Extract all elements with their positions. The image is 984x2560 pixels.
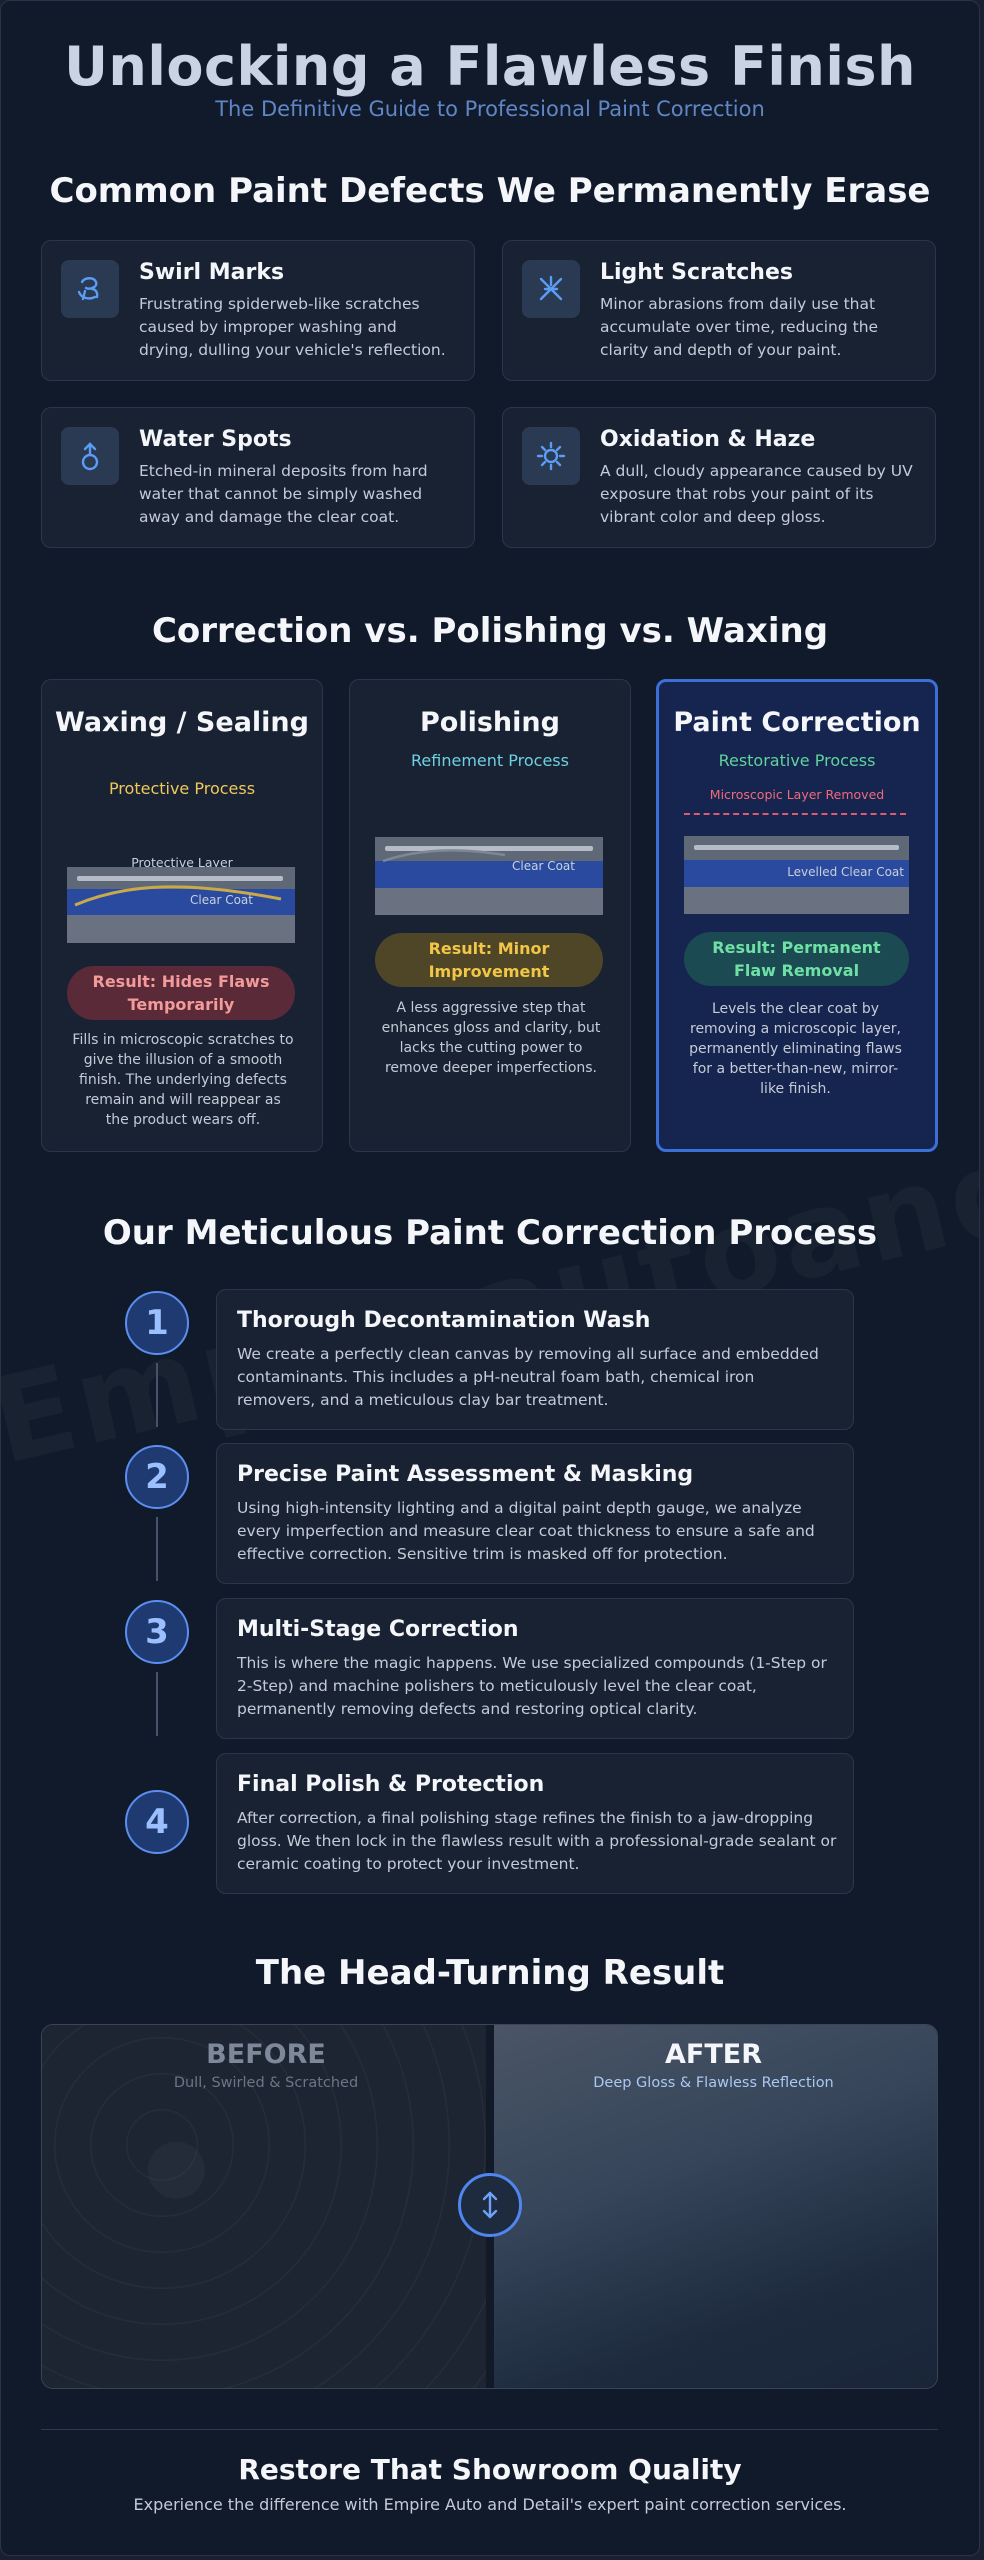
footer-subtitle: Experience the difference with Empire Au… bbox=[133, 2495, 847, 2514]
defect-desc: A dull, cloudy appearance caused by UV e… bbox=[600, 462, 913, 526]
comparison-section-title: Correction vs. Polishing vs. Waxing bbox=[151, 611, 829, 651]
step-card: Thorough Decontamination Wash We create … bbox=[216, 1289, 854, 1430]
step-desc: Using high-intensity lighting and a digi… bbox=[237, 1499, 815, 1563]
step-title: Final Polish & Protection bbox=[237, 1772, 545, 1797]
defect-card-oxidation: Oxidation & Haze A dull, cloudy appearan… bbox=[502, 407, 936, 548]
defect-card-swirl: Swirl Marks Frustrating spiderweb-like s… bbox=[41, 240, 475, 381]
step-desc: This is where the magic happens. We use … bbox=[237, 1654, 827, 1718]
before-after-slider[interactable]: BEFORE Dull, Swirled & Scratched AFTER D… bbox=[41, 2024, 938, 2389]
protective-layer-label: Protective Layer bbox=[131, 855, 233, 870]
card-title: Waxing / Sealing bbox=[55, 707, 309, 738]
layer-diagram: Clear Coat bbox=[67, 867, 295, 943]
step-number: 3 bbox=[125, 1600, 189, 1664]
after-label: AFTER bbox=[665, 2039, 762, 2070]
card-title: Polishing bbox=[420, 707, 560, 738]
defect-title: Light Scratches bbox=[600, 260, 793, 285]
footer-divider bbox=[41, 2429, 938, 2430]
defect-card-water-spots: Water Spots Etched-in mineral deposits f… bbox=[41, 407, 475, 548]
step-card: Final Polish & Protection After correcti… bbox=[216, 1753, 854, 1894]
before-subtitle: Dull, Swirled & Scratched bbox=[173, 2075, 359, 2091]
defect-desc: Etched-in mineral deposits from hard wat… bbox=[139, 462, 428, 526]
defect-desc: Frustrating spiderweb-like scratches cau… bbox=[139, 295, 446, 359]
step-desc: We create a perfectly clean canvas by re… bbox=[237, 1345, 819, 1409]
sun-icon bbox=[522, 427, 580, 485]
clear-coat-label: Clear Coat bbox=[190, 893, 253, 907]
step-number: 4 bbox=[125, 1790, 189, 1854]
defect-desc: Minor abrasions from daily use that accu… bbox=[600, 295, 879, 359]
card-desc: A less aggressive step that enhances glo… bbox=[381, 1000, 601, 1076]
defect-title: Water Spots bbox=[139, 427, 292, 452]
result-badge: Result: Permanent Flaw Removal bbox=[684, 932, 909, 986]
before-label: BEFORE bbox=[206, 2039, 326, 2070]
clear-coat-label: Clear Coat bbox=[512, 859, 575, 873]
defect-title: Oxidation & Haze bbox=[600, 427, 816, 452]
result-badge: Result: Minor Improvement bbox=[375, 933, 603, 987]
waxing-card: Waxing / Sealing Protective Process Prot… bbox=[41, 679, 323, 1152]
step-title: Multi-Stage Correction bbox=[237, 1617, 519, 1642]
before-panel: BEFORE Dull, Swirled & Scratched bbox=[42, 2025, 490, 2388]
footer-title: Restore That Showroom Quality bbox=[238, 2453, 742, 2486]
scratch-icon bbox=[522, 260, 580, 318]
step-title: Precise Paint Assessment & Masking bbox=[237, 1462, 694, 1487]
drag-handle-icon[interactable] bbox=[458, 2173, 522, 2237]
card-desc: Levels the clear coat by removing a micr… bbox=[689, 1001, 902, 1097]
polishing-card: Polishing Refinement Process Clear Coat … bbox=[349, 679, 631, 1152]
clear-coat-label: Levelled Clear Coat bbox=[787, 865, 904, 879]
defect-card-scratches: Light Scratches Minor abrasions from dai… bbox=[502, 240, 936, 381]
defect-title: Swirl Marks bbox=[139, 260, 285, 285]
result-section-title: The Head-Turning Result bbox=[255, 1953, 725, 1993]
step-desc: After correction, a final polishing stag… bbox=[237, 1809, 837, 1873]
step-number: 1 bbox=[125, 1291, 189, 1355]
layer-diagram: Clear Coat bbox=[375, 837, 603, 915]
result-badge: Result: Hides Flaws Temporarily bbox=[67, 966, 295, 1020]
paint-correction-card: Paint Correction Restorative Process Mic… bbox=[656, 679, 938, 1152]
after-panel: AFTER Deep Gloss & Flawless Reflection bbox=[490, 2025, 937, 2388]
step-connector bbox=[156, 1517, 158, 1581]
card-subtitle: Restorative Process bbox=[718, 751, 876, 770]
step-connector bbox=[156, 1363, 158, 1427]
after-subtitle: Deep Gloss & Flawless Reflection bbox=[593, 2075, 834, 2091]
removed-layer-label: Microscopic Layer Removed bbox=[709, 787, 885, 802]
process-section-title: Our Meticulous Paint Correction Process bbox=[102, 1213, 878, 1253]
page-title: Unlocking a Flawless Finish bbox=[64, 35, 916, 98]
card-subtitle: Refinement Process bbox=[411, 751, 569, 770]
defects-section-title: Common Paint Defects We Permanently Eras… bbox=[49, 171, 931, 211]
step-card: Multi-Stage Correction This is where the… bbox=[216, 1598, 854, 1739]
step-card: Precise Paint Assessment & Masking Using… bbox=[216, 1443, 854, 1584]
card-desc: Fills in microscopic scratches to give t… bbox=[72, 1032, 294, 1128]
removed-layer-line bbox=[684, 813, 906, 815]
step-connector bbox=[156, 1672, 158, 1736]
step-title: Thorough Decontamination Wash bbox=[237, 1308, 651, 1333]
card-subtitle: Protective Process bbox=[108, 779, 256, 798]
step-number: 2 bbox=[125, 1445, 189, 1509]
card-title: Paint Correction bbox=[673, 707, 921, 738]
page-subtitle: The Definitive Guide to Professional Pai… bbox=[215, 97, 765, 121]
layer-diagram: Levelled Clear Coat bbox=[684, 836, 912, 914]
swirl-icon bbox=[61, 260, 119, 318]
water-drop-icon bbox=[61, 427, 119, 485]
